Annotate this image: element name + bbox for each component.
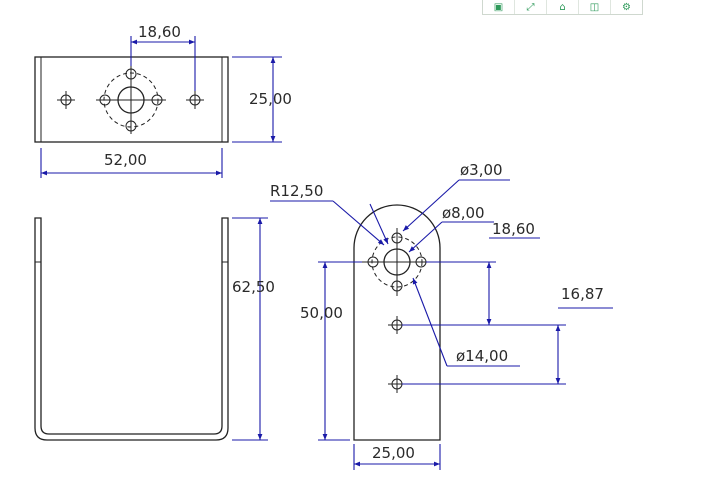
right-hole-spacing-label: 18,60 xyxy=(492,220,535,238)
top-view-hole-left xyxy=(57,91,75,109)
home-icon[interactable]: ⌂ xyxy=(546,0,578,14)
save-icon[interactable]: ▣ xyxy=(493,1,504,13)
settings-icon[interactable]: ⚙ xyxy=(610,0,642,14)
window-icon[interactable]: ◫ xyxy=(578,0,610,14)
center-hole-dia-label: ø8,00 xyxy=(442,204,485,222)
side-height-label: 62,50 xyxy=(232,278,275,296)
viewer-toolbar: ▣ ⤢ ⌂ ◫ ⚙ xyxy=(482,0,643,15)
front-width-label: 25,00 xyxy=(372,444,415,462)
tab-outline xyxy=(353,204,441,441)
top-hole-spacing-label: 18,60 xyxy=(138,23,181,41)
front-view: R12,50 ø3,00 ø8,00 18,60 16,87 50,00 ø14… xyxy=(270,161,613,470)
expand-icon[interactable]: ⤢ xyxy=(514,0,546,14)
top-view-center-hole xyxy=(96,66,166,134)
bolt-circle-dia-label: ø14,00 xyxy=(456,347,508,365)
u-bracket-outline xyxy=(34,217,229,441)
front-center-hole xyxy=(362,228,432,296)
side-view: 62,50 xyxy=(34,217,275,441)
top-height-label: 25,00 xyxy=(249,90,292,108)
top-view-hole-right xyxy=(186,91,204,109)
top-width-label: 52,00 xyxy=(104,151,147,169)
small-hole-dia-label: ø3,00 xyxy=(460,161,503,179)
top-view: 18,60 25,00 52,00 xyxy=(34,23,292,178)
radius-label: R12,50 xyxy=(270,182,323,200)
lower-hole-spacing-label: 16,87 xyxy=(561,285,604,303)
center-height-label: 50,00 xyxy=(300,304,343,322)
